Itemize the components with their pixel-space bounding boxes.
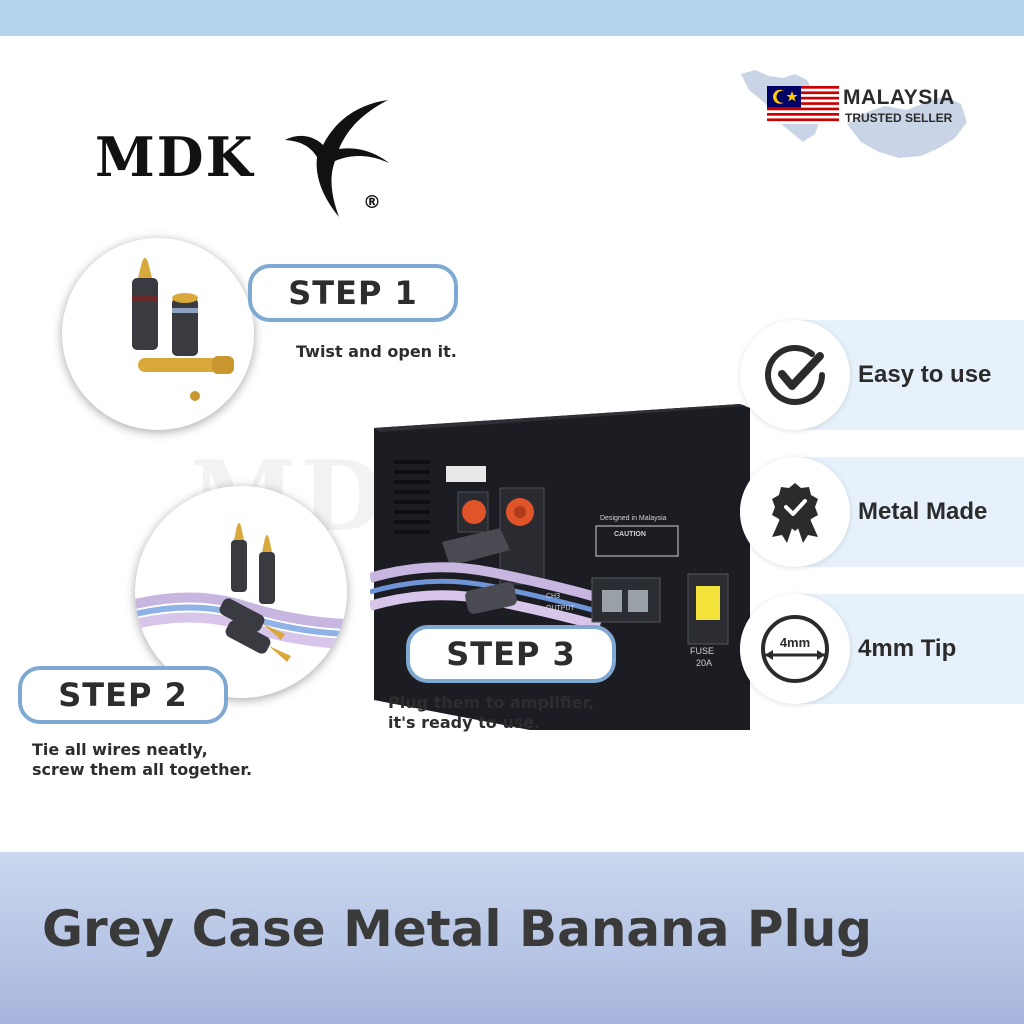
malaysia-trusted-seller-badge: MALAYSIA TRUSTED SELLER <box>735 66 970 161</box>
step2-text: Tie all wires neatly, screw them all tog… <box>32 740 253 779</box>
badge-subtitle: TRUSTED SELLER <box>845 111 953 125</box>
badge-title: MALAYSIA <box>843 86 955 109</box>
amp-fuse-label: FUSE <box>690 646 714 656</box>
step1-text: Twist and open it. <box>296 342 457 361</box>
top-band <box>0 0 1024 36</box>
check-circle-icon <box>765 345 825 405</box>
bottom-band <box>0 852 1024 1024</box>
feature-easy-to-use: Easy to use <box>740 320 1024 430</box>
step1-label: STEP 1 <box>248 264 458 322</box>
amp-designed-label: Designed in Malaysia <box>600 515 667 522</box>
amp-channel-label: CH3 <box>546 593 560 600</box>
swallow-bird-icon <box>285 100 389 217</box>
amp-output-label: OUTPUT <box>546 605 576 612</box>
feature-icon-wrap <box>740 457 850 567</box>
registered-mark: ® <box>363 192 381 213</box>
feature-metal-made: Metal Made <box>740 457 1024 567</box>
feature-label-easy: Easy to use <box>858 361 992 388</box>
award-badge-icon <box>772 483 818 543</box>
feature-icon-wrap: 4mm <box>740 594 850 704</box>
brand-name: MDK <box>95 125 255 189</box>
diameter-icon-text: 4mm <box>780 635 810 650</box>
step2-photo <box>135 486 347 698</box>
feature-label-tip: 4mm Tip <box>858 635 957 662</box>
step2-label: STEP 2 <box>18 666 228 724</box>
step3-text: Plug them to amplifier, it's ready to us… <box>388 693 595 732</box>
step3-label: STEP 3 <box>406 625 616 683</box>
feature-4mm-tip: 4mm 4mm Tip <box>740 594 1024 704</box>
product-title: Grey Case Metal Banana Plug <box>42 900 873 958</box>
brand-logo: MDK ® <box>95 95 395 220</box>
amp-caution-label: CAUTION <box>614 531 646 538</box>
feature-label-metal: Metal Made <box>858 498 988 525</box>
diameter-4mm-icon: 4mm <box>761 615 829 683</box>
feature-icon-wrap <box>740 320 850 430</box>
step1-photo <box>62 238 254 430</box>
malaysia-flag-icon <box>767 86 839 124</box>
amp-fuse-rating: 20A <box>696 658 712 668</box>
